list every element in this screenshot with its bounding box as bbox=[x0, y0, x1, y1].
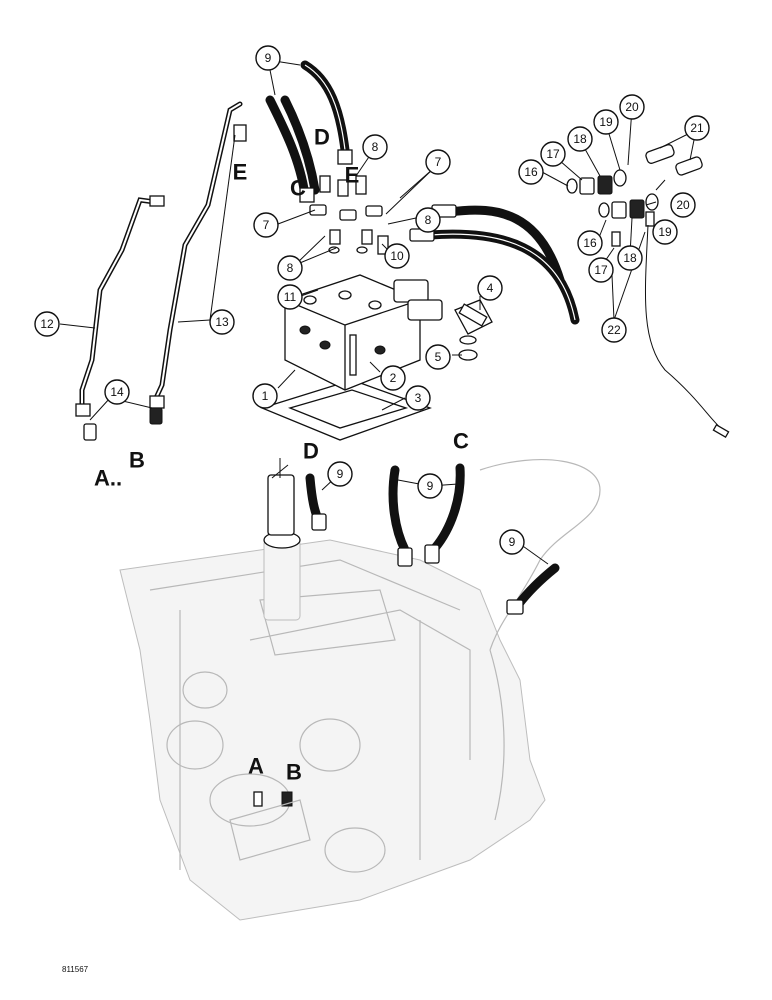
svg-text:1: 1 bbox=[262, 389, 269, 403]
callout-18-lower: 18 bbox=[617, 245, 643, 271]
steel-tube-12 bbox=[75, 195, 165, 417]
callout-22: 22 bbox=[601, 317, 627, 343]
svg-text:11: 11 bbox=[284, 290, 297, 304]
callout-19-lower: 19 bbox=[652, 219, 678, 245]
hose-9-lower-right bbox=[506, 563, 560, 615]
elbow-fitting bbox=[454, 299, 493, 361]
callout-14: 14 bbox=[104, 379, 130, 405]
figure-id: 811567 bbox=[62, 965, 89, 974]
svg-text:17: 17 bbox=[594, 263, 608, 277]
svg-text:17: 17 bbox=[546, 147, 560, 161]
svg-text:4: 4 bbox=[487, 281, 494, 295]
svg-text:21: 21 bbox=[690, 121, 704, 135]
letter-b-housing: B bbox=[286, 760, 302, 785]
filter-cylinder bbox=[263, 458, 301, 621]
hose-9-lower-d bbox=[305, 473, 327, 531]
callout-8-right: 8 bbox=[415, 207, 441, 233]
callout-18-upper: 18 bbox=[567, 126, 593, 152]
callout-19-upper: 19 bbox=[593, 109, 619, 135]
svg-text:14: 14 bbox=[110, 385, 124, 399]
callout-9-lower-d: 9 bbox=[327, 461, 353, 487]
callouts: 1 2 3 4 5 7 7 8 8 8 9 9 9 9 10 11 12 13 … bbox=[34, 45, 710, 555]
callout-9-lower-right: 9 bbox=[499, 529, 525, 555]
callout-3: 3 bbox=[405, 385, 431, 411]
svg-text:16: 16 bbox=[583, 236, 597, 250]
svg-text:20: 20 bbox=[676, 198, 690, 212]
gauge-line-22 bbox=[644, 224, 730, 438]
letter-e-tube: E bbox=[233, 160, 248, 185]
svg-text:18: 18 bbox=[573, 132, 587, 146]
callout-8-left: 8 bbox=[277, 255, 303, 281]
fitting-stack-lower bbox=[598, 193, 659, 247]
hose-9-lower-c bbox=[388, 463, 465, 567]
callout-1: 1 bbox=[252, 383, 278, 409]
callout-2: 2 bbox=[380, 365, 406, 391]
callout-9-lower-c: 9 bbox=[417, 473, 443, 499]
svg-text:8: 8 bbox=[287, 261, 294, 275]
callout-16-lower: 16 bbox=[577, 230, 603, 256]
svg-text:20: 20 bbox=[625, 100, 639, 114]
callout-4: 4 bbox=[477, 275, 503, 301]
svg-text:7: 7 bbox=[435, 155, 442, 169]
callout-17-upper: 17 bbox=[540, 141, 566, 167]
callout-21: 21 bbox=[684, 115, 710, 141]
valve-body bbox=[284, 274, 443, 391]
hose-long-right bbox=[409, 204, 580, 325]
port-fittings-lower bbox=[229, 791, 311, 861]
letter-a-tube: A.. bbox=[94, 466, 122, 491]
callout-13: 13 bbox=[209, 309, 235, 335]
callout-20-lower: 20 bbox=[670, 192, 696, 218]
letter-d-upper: D bbox=[314, 125, 330, 150]
letter-e-valve: E bbox=[345, 163, 360, 188]
letter-c-upper: C bbox=[290, 176, 306, 201]
gasket bbox=[260, 379, 432, 441]
callout-12: 12 bbox=[34, 311, 60, 337]
svg-text:9: 9 bbox=[427, 479, 434, 493]
steel-tube-13 bbox=[149, 101, 247, 409]
svg-text:9: 9 bbox=[509, 535, 516, 549]
hose-9-upper-right bbox=[300, 60, 353, 165]
callout-16-upper: 16 bbox=[518, 159, 544, 185]
callout-17-lower: 17 bbox=[588, 257, 614, 283]
valve-top-fittings bbox=[309, 175, 389, 255]
svg-text:10: 10 bbox=[390, 249, 404, 263]
callout-7-left: 7 bbox=[253, 212, 279, 238]
transmission-housing bbox=[119, 459, 601, 921]
svg-text:18: 18 bbox=[623, 251, 637, 265]
letter-b-tube: B bbox=[129, 448, 145, 473]
letter-d-lower: D bbox=[303, 439, 319, 464]
svg-text:22: 22 bbox=[607, 323, 621, 337]
elbow-fittings-14 bbox=[83, 407, 163, 441]
svg-text:5: 5 bbox=[435, 350, 442, 364]
callout-8-top: 8 bbox=[362, 134, 388, 160]
svg-text:13: 13 bbox=[215, 315, 229, 329]
svg-text:8: 8 bbox=[372, 140, 379, 154]
callout-11: 11 bbox=[277, 284, 303, 310]
letter-a-housing: A bbox=[248, 754, 264, 779]
fitting-stack-upper bbox=[566, 144, 703, 195]
svg-text:19: 19 bbox=[599, 115, 613, 129]
callout-5: 5 bbox=[425, 344, 451, 370]
callout-9-top: 9 bbox=[255, 45, 281, 71]
svg-text:3: 3 bbox=[415, 391, 422, 405]
callout-7-right: 7 bbox=[425, 149, 451, 175]
svg-text:2: 2 bbox=[390, 371, 397, 385]
svg-text:19: 19 bbox=[658, 225, 672, 239]
connection-letters: E D C E A.. B D C A B bbox=[94, 125, 469, 785]
svg-text:16: 16 bbox=[524, 165, 538, 179]
hose-9-upper-left bbox=[265, 95, 320, 203]
callout-10: 10 bbox=[384, 243, 410, 269]
svg-text:12: 12 bbox=[40, 317, 54, 331]
svg-text:9: 9 bbox=[265, 51, 272, 65]
callout-20-upper: 20 bbox=[619, 94, 645, 120]
svg-text:9: 9 bbox=[337, 467, 344, 481]
letter-c-lower: C bbox=[453, 429, 469, 454]
svg-text:7: 7 bbox=[263, 218, 270, 232]
svg-text:8: 8 bbox=[425, 213, 432, 227]
